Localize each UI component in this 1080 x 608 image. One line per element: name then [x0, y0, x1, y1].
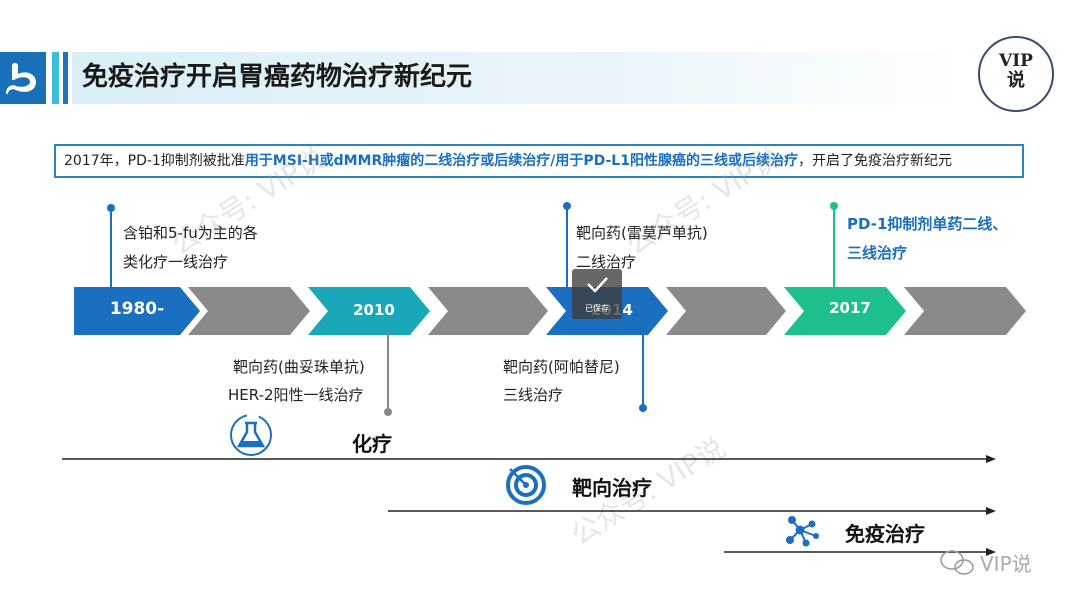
saved-overlay[interactable]: 已保存: [572, 269, 622, 319]
chevron-label-2017: 2017: [829, 299, 871, 317]
footer-watermark: VIP说: [980, 552, 1032, 576]
event-top-2014-line2: 二线治疗: [576, 253, 637, 271]
summary-highlight: 用于MSI-H或dMMR肿瘤的二线治疗或后续治疗/用于PD-L1阳性腺癌的三线或…: [244, 153, 798, 169]
event-bottom-2010-line1: 靶向药(曲妥珠单抗): [233, 358, 365, 376]
timeline-chevrons: [74, 287, 1026, 335]
event-bottom-2010-line2: HER-2阳性一线治疗: [228, 386, 364, 404]
chevron-gap-4: [904, 287, 1026, 335]
event-connectors: [107, 202, 838, 416]
summary-box: 2017年，PD-1抑制剂被批准用于MSI-H或dMMR肿瘤的二线治疗或后续治疗…: [54, 144, 1024, 178]
target-icon: [506, 465, 546, 505]
check-icon: [587, 277, 608, 293]
flask-icon: [230, 414, 272, 456]
era-arrows: [62, 455, 996, 556]
chevron-gap-1: [188, 287, 310, 335]
era-label-targeted: 靶向治疗: [572, 476, 652, 500]
header-stripe-blue: [63, 52, 68, 104]
era-label-immuno: 免疫治疗: [845, 522, 925, 546]
badge-line1: VIP: [999, 51, 1033, 71]
chevron-label-2010: 2010: [353, 301, 395, 319]
chevron-gap-2: [428, 287, 548, 335]
badge-line2: 说: [1007, 70, 1025, 91]
summary-prefix: 2017年，PD-1抑制剂被批准: [64, 153, 245, 169]
chevron-2017: [784, 287, 906, 335]
vip-badge: VIP 说: [978, 36, 1054, 112]
saved-overlay-label: 已保存: [585, 304, 609, 313]
molecule-icon: [786, 516, 819, 547]
chevron-label-1980: 1980-: [109, 299, 165, 319]
event-top-1980-line1: 含铂和5-fu为主的各: [123, 224, 258, 242]
chevron-1980: [74, 287, 200, 335]
page-title: 免疫治疗开启胃癌药物治疗新纪元: [82, 62, 473, 92]
event-top-2017-line2: 三线治疗: [847, 244, 908, 262]
chevron-gap-3: [666, 287, 786, 335]
stomach-logo: [0, 52, 46, 104]
event-bottom-2014-line1: 靶向药(阿帕替尼): [503, 358, 620, 376]
event-top-2014-line1: 靶向药(雷莫芦单抗): [576, 224, 708, 242]
header-band: [72, 52, 970, 104]
event-top-2017-line1: PD-1抑制剂单药二线、: [847, 215, 1008, 233]
wechat-icon: [940, 550, 974, 575]
event-bottom-2014-line2: 三线治疗: [503, 386, 564, 404]
summary-suffix: ，开启了免疫治疗新纪元: [797, 153, 952, 169]
header-stripe-teal: [52, 52, 59, 104]
era-label-chemo: 化疗: [352, 432, 392, 456]
stomach-icon: [6, 63, 36, 94]
chevron-2010: [308, 287, 430, 335]
event-top-1980-line2: 类化疗一线治疗: [123, 253, 229, 271]
